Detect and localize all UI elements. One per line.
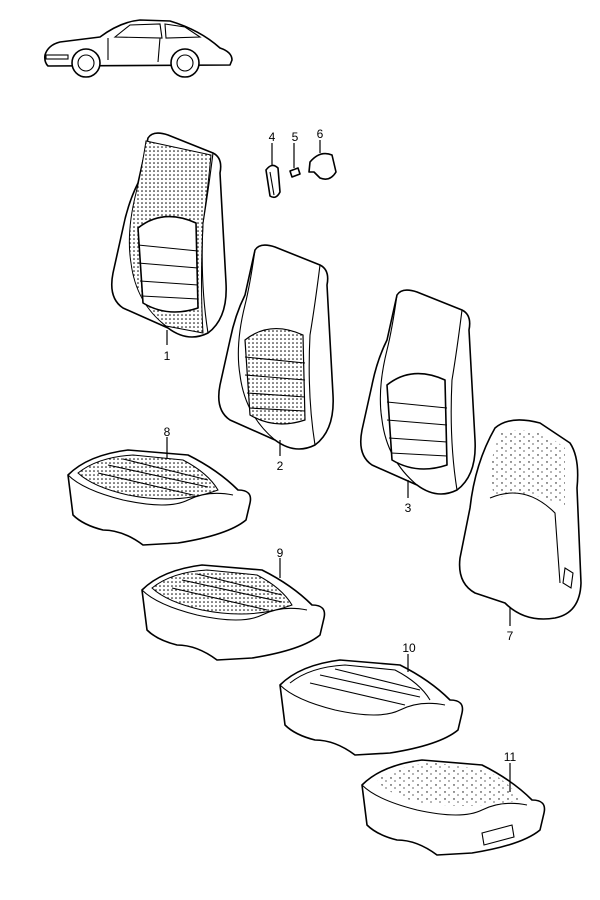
part-5-fastener	[289, 167, 301, 178]
callout-3: 3	[405, 501, 412, 515]
callout-9: 9	[277, 546, 284, 560]
part-9-seat-cushion-cover	[141, 564, 326, 661]
callout-10: 10	[402, 641, 416, 655]
callout-6: 6	[317, 127, 324, 141]
callout-7: 7	[507, 629, 514, 643]
part-3-backrest-cover	[359, 289, 476, 495]
car-illustration	[44, 19, 233, 78]
callout-4: 4	[269, 130, 276, 144]
part-1-backrest-cover	[110, 132, 227, 338]
leader-lines	[166, 140, 511, 792]
callout-2: 2	[277, 459, 284, 473]
callout-5: 5	[292, 130, 299, 144]
callout-1: 1	[164, 349, 171, 363]
part-6-cap	[308, 152, 337, 180]
callout-8: 8	[164, 425, 171, 439]
part-8-seat-cushion-cover	[67, 449, 252, 546]
part-7-backrest-padding	[458, 419, 582, 620]
part-11-seat-cushion-padding	[361, 759, 546, 856]
part-2-backrest-cover	[217, 244, 334, 450]
part-10-seat-cushion-cover	[279, 659, 464, 756]
callout-11: 11	[504, 750, 517, 764]
part-4-clip	[265, 164, 281, 199]
